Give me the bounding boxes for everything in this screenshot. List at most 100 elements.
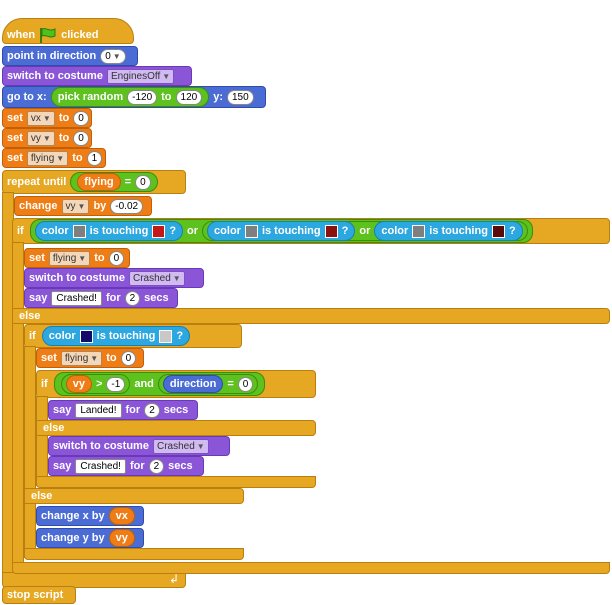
color-swatch[interactable] bbox=[72, 224, 86, 238]
repeat-until-block[interactable]: repeat until flying = 0 bbox=[2, 170, 186, 194]
change-value-input[interactable]: -0.02 bbox=[110, 198, 144, 214]
touching-label: is touching bbox=[429, 225, 488, 237]
change-y-block[interactable]: change y by vy bbox=[36, 528, 144, 548]
color-label: color bbox=[41, 225, 69, 237]
dropdown-arrow-icon: ▼ bbox=[90, 353, 99, 363]
y-input[interactable]: 150 bbox=[227, 89, 254, 105]
equals-value-input[interactable]: 0 bbox=[135, 174, 151, 190]
value-input[interactable]: 0 bbox=[73, 130, 89, 146]
or-label: or bbox=[359, 225, 371, 237]
gt-label: > bbox=[95, 378, 103, 390]
costume-dropdown[interactable]: EnginesOff▼ bbox=[106, 68, 175, 84]
if3-bottom bbox=[36, 476, 316, 488]
green-flag-icon bbox=[39, 27, 57, 43]
color-swatch[interactable] bbox=[412, 224, 426, 238]
say-for-secs-block[interactable]: say Landed! for 2 secs bbox=[48, 400, 198, 420]
gt-value-input[interactable]: -1 bbox=[106, 376, 126, 392]
set-vx-block[interactable]: set vx▼ to 0 bbox=[2, 108, 92, 128]
greater-than-operator[interactable]: vy > -1 bbox=[60, 374, 131, 394]
random-to-input[interactable]: 120 bbox=[175, 89, 203, 105]
value-input[interactable]: 1 bbox=[86, 150, 103, 166]
secs-input[interactable]: 2 bbox=[148, 458, 165, 474]
costume-label: switch to costume bbox=[53, 440, 149, 452]
change-vy-block[interactable]: change vy▼ by -0.02 bbox=[14, 196, 152, 216]
say-for-secs-block[interactable]: say Crashed! for 2 secs bbox=[24, 288, 178, 308]
vy-reporter[interactable]: vy bbox=[65, 375, 92, 393]
switch-costume-block[interactable]: switch to costume Crashed▼ bbox=[24, 268, 204, 288]
set-flying-block[interactable]: set flying▼ to 1 bbox=[2, 148, 106, 168]
variable-dropdown[interactable]: vy▼ bbox=[61, 198, 90, 214]
value-input[interactable]: 0 bbox=[120, 350, 137, 366]
if2-arm bbox=[24, 346, 36, 558]
variable-dropdown[interactable]: flying▼ bbox=[26, 150, 69, 166]
color-touching-sensor-4[interactable]: color is touching ? bbox=[41, 326, 191, 346]
switch-costume-block[interactable]: switch to costume Crashed▼ bbox=[48, 436, 230, 456]
value-input[interactable]: 0 bbox=[73, 110, 89, 126]
switch-costume-block[interactable]: switch to costume EnginesOff▼ bbox=[2, 66, 192, 86]
direction-reporter[interactable]: direction bbox=[162, 375, 224, 393]
if-else-block-1[interactable]: if color is touching ? or color is touch… bbox=[12, 218, 610, 244]
change-label: change bbox=[19, 200, 58, 212]
say-text-input[interactable]: Landed! bbox=[75, 402, 122, 418]
say-text-input[interactable]: Crashed! bbox=[75, 458, 126, 474]
costume-dropdown[interactable]: Crashed▼ bbox=[128, 270, 185, 286]
color-swatch[interactable] bbox=[159, 329, 173, 343]
flying-reporter[interactable]: flying bbox=[77, 173, 121, 191]
color-label: color bbox=[381, 225, 409, 237]
if-label: if bbox=[17, 225, 24, 237]
dropdown-arrow-icon: ▼ bbox=[56, 153, 65, 163]
and-operator[interactable]: vy > -1 and direction = 0 bbox=[53, 372, 266, 396]
value-input[interactable]: 0 bbox=[108, 250, 125, 266]
go-to-xy-block[interactable]: go to x: pick random -120 to 120 y: 150 bbox=[2, 86, 266, 108]
else-label: else bbox=[43, 422, 65, 434]
color-swatch[interactable] bbox=[324, 224, 338, 238]
pick-random-reporter[interactable]: pick random -120 to 120 bbox=[50, 87, 210, 107]
color-swatch[interactable] bbox=[244, 224, 258, 238]
if-else-block-3[interactable]: if vy > -1 and direction = 0 bbox=[36, 370, 316, 398]
vy-reporter[interactable]: vy bbox=[108, 529, 135, 547]
secs-input[interactable]: 2 bbox=[124, 290, 141, 306]
say-text-input[interactable]: Crashed! bbox=[51, 290, 102, 306]
random-from-input[interactable]: -120 bbox=[127, 89, 158, 105]
color-swatch[interactable] bbox=[79, 329, 93, 343]
set-label: set bbox=[7, 132, 23, 144]
or-operator[interactable]: color is touching ? or color is touching… bbox=[29, 219, 533, 243]
when-flag-clicked-block[interactable]: when clicked bbox=[2, 18, 134, 44]
vx-reporter[interactable]: vx bbox=[108, 507, 135, 525]
else-divider-1: else bbox=[12, 308, 610, 324]
point-in-direction-block[interactable]: point in direction 0▼ bbox=[2, 46, 138, 66]
equals-operator[interactable]: direction = 0 bbox=[157, 374, 259, 394]
set-flying-block[interactable]: set flying▼ to 0 bbox=[36, 348, 144, 368]
costume-dropdown[interactable]: Crashed▼ bbox=[152, 438, 209, 454]
if-else-block-2[interactable]: if color is touching ? bbox=[24, 324, 242, 348]
set-vy-block[interactable]: set vy▼ to 0 bbox=[2, 128, 92, 148]
for-label: for bbox=[125, 404, 141, 416]
equals-label: = bbox=[124, 176, 132, 188]
variable-dropdown[interactable]: flying▼ bbox=[48, 250, 91, 266]
direction-input[interactable]: 0▼ bbox=[100, 48, 126, 64]
say-for-secs-block[interactable]: say Crashed! for 2 secs bbox=[48, 456, 204, 476]
variable-dropdown[interactable]: vx▼ bbox=[26, 110, 55, 126]
question-mark: ? bbox=[169, 225, 177, 237]
color-touching-sensor-3[interactable]: color is touching ? bbox=[374, 221, 523, 241]
or-operator-inner[interactable]: color is touching ? or color is touching… bbox=[202, 221, 528, 241]
color-swatch[interactable] bbox=[491, 224, 505, 238]
color-swatch[interactable] bbox=[152, 224, 166, 238]
stop-script-block[interactable]: stop script bbox=[2, 586, 76, 604]
say-label: say bbox=[53, 460, 72, 472]
if2-bottom bbox=[24, 548, 244, 560]
to-label: to bbox=[94, 252, 105, 264]
color-touching-sensor-1[interactable]: color is touching ? bbox=[34, 221, 184, 241]
color-touching-sensor-2[interactable]: color is touching ? bbox=[207, 221, 356, 241]
question-mark: ? bbox=[508, 225, 516, 237]
variable-dropdown[interactable]: flying▼ bbox=[60, 350, 103, 366]
set-flying-block[interactable]: set flying▼ to 0 bbox=[24, 248, 130, 268]
change-x-block[interactable]: change x by vx bbox=[36, 506, 144, 526]
by-label: by bbox=[93, 200, 107, 212]
variable-dropdown[interactable]: vy▼ bbox=[26, 130, 55, 146]
say-label: say bbox=[53, 404, 72, 416]
equals-operator[interactable]: flying = 0 bbox=[70, 172, 158, 192]
if1-bottom bbox=[12, 562, 610, 574]
eq-value-input[interactable]: 0 bbox=[237, 376, 254, 392]
secs-input[interactable]: 2 bbox=[144, 402, 160, 418]
